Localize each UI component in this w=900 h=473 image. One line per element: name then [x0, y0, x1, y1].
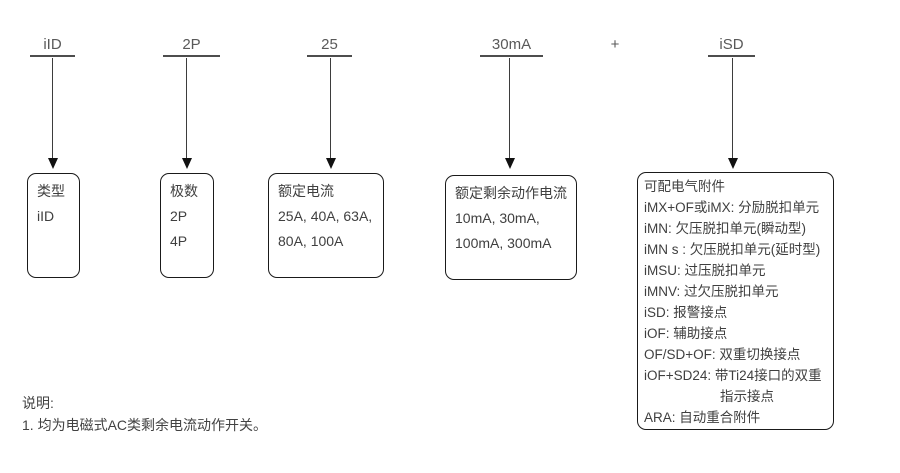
box-lines: 2P 4P: [170, 204, 210, 254]
accessory-line: iMNV: 过欠压脱扣单元: [644, 284, 779, 299]
accessory-line: 指示接点: [720, 389, 774, 404]
box-line: iID: [37, 208, 55, 224]
notes: 说明: 1. 均为电磁式AC类剩余电流动作开关。: [22, 392, 267, 436]
code-segment-type: iID: [30, 34, 75, 57]
accessory-line: iOF+SD24: 带Ti24接口的双重: [644, 368, 822, 383]
box-residual-current: 额定剩余动作电流 10mA, 30mA, 100mA, 300mA: [445, 175, 577, 280]
plus-sign: +: [610, 36, 620, 53]
notes-items: 1. 均为电磁式AC类剩余电流动作开关。: [22, 414, 267, 436]
box-line: 80A, 100A: [278, 233, 344, 249]
box-type: 类型 iID: [27, 173, 80, 278]
accessory-line: iMSU: 过压脱扣单元: [644, 263, 766, 278]
box-title: 额定剩余动作电流: [455, 185, 567, 201]
code-segment-rated-current-label: 25: [321, 36, 338, 53]
box-type-content: 类型 iID: [28, 174, 79, 229]
accessory-line: iMX+OF或iMX: 分励脱扣单元: [644, 200, 820, 215]
accessory-line: iSD: 报警接点: [644, 305, 728, 320]
box-line: 4P: [170, 233, 188, 249]
code-segment-rated-current: 25: [307, 34, 352, 57]
accessory-line: iOF: 辅助接点: [644, 326, 728, 341]
code-segment-accessory-label: iSD: [719, 36, 744, 53]
code-segment-residual-current-label: 30mA: [491, 36, 532, 53]
box-line: 10mA, 30mA,: [455, 210, 540, 226]
accessory-line: iMN: 欠压脱扣单元(瞬动型): [644, 221, 806, 236]
box-poles-content: 极数 2P 4P: [161, 174, 213, 254]
box-line: 100mA, 300mA: [455, 235, 552, 251]
code-segment-residual-current: 30mA: [480, 34, 543, 57]
box-accessories: 可配电气附件 iMX+OF或iMX: 分励脱扣单元 iMN: 欠压脱扣单元(瞬动型…: [637, 172, 834, 430]
down-arrow-icon: [728, 58, 738, 169]
box-rated-current: 额定电流 25A, 40A, 63A, 80A, 100A: [268, 173, 384, 278]
code-segment-accessory: iSD: [708, 34, 755, 57]
box-title: 可配电气附件: [644, 179, 725, 194]
box-line: 2P: [170, 208, 188, 224]
box-title: 类型: [37, 183, 65, 199]
box-residual-current-content: 额定剩余动作电流 10mA, 30mA, 100mA, 300mA: [446, 176, 576, 256]
accessory-line: OF/SD+OF: 双重切换接点: [644, 347, 801, 362]
box-title: 额定电流: [278, 183, 334, 199]
accessory-line: iMN s : 欠压脱扣单元(延时型): [644, 242, 821, 257]
box-lines: iID: [37, 204, 76, 229]
box-rated-current-content: 额定电流 25A, 40A, 63A, 80A, 100A: [269, 174, 383, 254]
box-title: 极数: [170, 183, 198, 199]
box-lines: 10mA, 30mA, 100mA, 300mA: [455, 206, 573, 256]
code-segment-poles-label: 2P: [182, 36, 201, 53]
box-lines: iMX+OF或iMX: 分励脱扣单元 iMN: 欠压脱扣单元(瞬动型) iMN s …: [644, 197, 831, 428]
box-line: 25A, 40A, 63A,: [278, 208, 373, 224]
code-segment-type-label: iID: [43, 36, 62, 53]
down-arrow-icon: [505, 58, 515, 169]
down-arrow-icon: [326, 58, 336, 169]
down-arrow-icon: [182, 58, 192, 169]
note-item: 1. 均为电磁式AC类剩余电流动作开关。: [22, 417, 268, 433]
notes-title: 说明:: [22, 395, 54, 411]
down-arrow-icon: [48, 58, 58, 169]
code-segment-poles: 2P: [163, 34, 220, 57]
accessory-line: ARA: 自动重合附件: [644, 410, 761, 425]
box-accessories-content: 可配电气附件 iMX+OF或iMX: 分励脱扣单元 iMN: 欠压脱扣单元(瞬动型…: [638, 173, 833, 428]
box-poles: 极数 2P 4P: [160, 173, 214, 278]
box-lines: 25A, 40A, 63A, 80A, 100A: [278, 204, 380, 254]
